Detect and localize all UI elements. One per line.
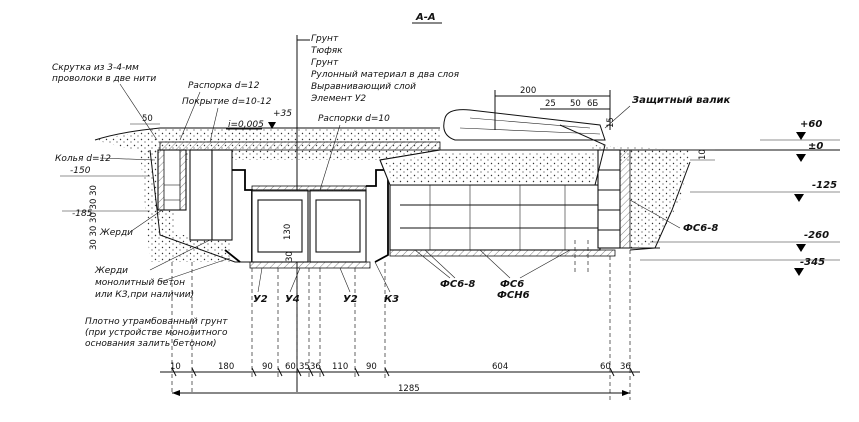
dim-top-5: 10 bbox=[698, 149, 708, 160]
label-u2-left: У2 bbox=[253, 294, 268, 305]
dim-30: 30 bbox=[285, 251, 295, 262]
label-fs6: ФС6 bbox=[500, 279, 524, 290]
label-shaft: Защитный валик bbox=[632, 95, 731, 106]
layer-label-3: Рулонный материал в два слоя bbox=[311, 70, 460, 80]
label-soil-note3: основания залить бетоном) bbox=[85, 339, 217, 349]
level-plus60: +60 bbox=[800, 119, 822, 130]
dim-130: 130 bbox=[283, 224, 293, 240]
label-mono2: или КЗ,при наличии) bbox=[95, 290, 194, 300]
label-twist2: проволоки в две нити bbox=[52, 74, 156, 84]
label-slope: i=0,005 bbox=[228, 120, 264, 130]
layer-label-2: Грунт bbox=[311, 58, 339, 68]
label-soil-note1: Плотно утрамбованный грунт bbox=[85, 317, 228, 327]
dim-bottom-1: 180 bbox=[218, 362, 234, 372]
label-fsn6: ФСН6 bbox=[497, 290, 530, 301]
level-minus185: -185 bbox=[72, 209, 93, 219]
label-stakes: Колья d=12 bbox=[55, 154, 111, 164]
label-fs68-right: ФС6-8 bbox=[683, 223, 718, 234]
dim-top-4: 15 bbox=[606, 117, 616, 128]
label-soil-note2: (при устройстве монолитного bbox=[85, 328, 228, 338]
label-cover: Покрытие d=10-12 bbox=[182, 97, 272, 107]
label-left50: 50 bbox=[142, 114, 153, 124]
label-mono: монолитный бетон bbox=[95, 278, 185, 288]
layer-label-4: Выравнивающий слой bbox=[311, 82, 416, 92]
dim-top-1: 25 bbox=[545, 99, 556, 109]
section-title: А-А bbox=[415, 12, 436, 23]
layer-label-5: Элемент У2 bbox=[310, 94, 366, 104]
dim-bottom-9: 60 bbox=[600, 362, 611, 372]
dim-bottom-3: 60 bbox=[285, 362, 296, 372]
dim-top-2: 50 bbox=[570, 99, 581, 109]
level-plus35: +35 bbox=[273, 109, 292, 119]
level-minus125: -125 bbox=[812, 180, 837, 191]
dim-bottom-4: 35 bbox=[299, 362, 310, 372]
label-poles2: Жерди bbox=[94, 266, 128, 276]
label-k3: К3 bbox=[384, 294, 399, 305]
dim-bottom-6: 110 bbox=[332, 362, 348, 372]
label-spacers10: Распорки d=10 bbox=[318, 114, 390, 124]
dim-top-3: 6Б bbox=[587, 99, 598, 109]
label-spacer12: Распорка d=12 bbox=[188, 81, 260, 91]
label-poles: Жерди bbox=[99, 228, 133, 238]
level-minus345: -345 bbox=[800, 257, 825, 268]
dim-bottom-7: 90 bbox=[366, 362, 377, 372]
dim-top-0: 200 bbox=[520, 86, 536, 96]
label-u2-right: У2 bbox=[343, 294, 358, 305]
label-twist: Скрутка из 3-4-мм bbox=[52, 63, 139, 73]
dim-bottom-8: 604 bbox=[492, 362, 508, 372]
dim-total: 1285 bbox=[398, 384, 420, 394]
label-u4: У4 bbox=[285, 294, 300, 305]
layer-label-1: Тюфяк bbox=[311, 46, 343, 56]
layer-label-0: Грунт bbox=[311, 34, 339, 44]
dim-bottom-2: 90 bbox=[262, 362, 273, 372]
dim-bottom-0: 10 bbox=[170, 362, 181, 372]
label-stack: 30 30 30 30 30 bbox=[89, 185, 99, 250]
label-fs68-mid: ФС6-8 bbox=[440, 279, 475, 290]
dim-bottom-10: 36 bbox=[620, 362, 631, 372]
level-zero: ±0 bbox=[808, 141, 823, 152]
level-minus260: -260 bbox=[804, 230, 829, 241]
level-minus150: -150 bbox=[70, 166, 91, 176]
dim-bottom-5: 36 bbox=[310, 362, 321, 372]
